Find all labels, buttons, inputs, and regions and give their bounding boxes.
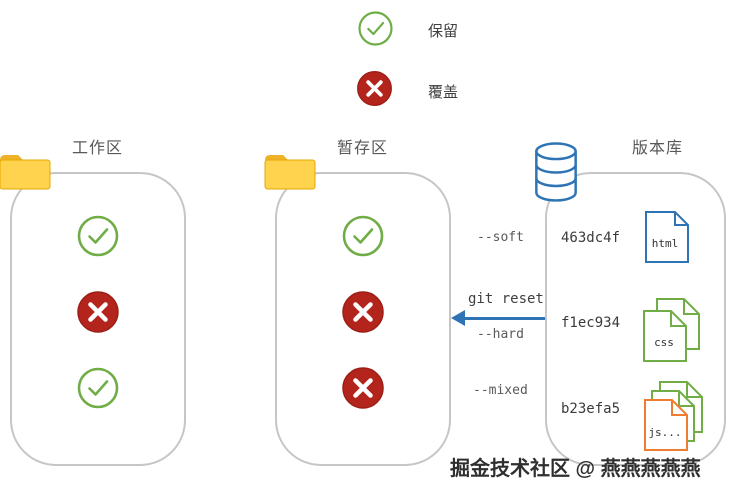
js-file-label: js... [648,426,681,439]
working-folder-icon [0,148,52,192]
repository-box: 463dc4f html f1ec934 css b [545,172,726,466]
check-icon [76,214,120,258]
cross-icon [76,290,120,334]
keep-check-icon [357,10,394,47]
check-icon [76,366,120,410]
reset-arrow-head [451,310,465,326]
repository-title: 版本库 [632,140,684,157]
staging-area-title: 暂存区 [337,140,389,157]
commit-hash: 463dc4f [561,230,621,246]
legend-overwrite-label: 覆盖 [428,84,459,101]
working-area-box [10,172,186,466]
html-file-label: html [652,237,679,250]
css-file-label: css [654,336,674,349]
git-reset-label: git reset [468,291,544,307]
reset-soft-label: --soft [477,230,524,245]
js-file-stack-icon: js... [644,381,704,453]
working-area-title: 工作区 [72,140,124,157]
reset-mixed-label: --mixed [473,383,528,398]
working-area-marks [12,174,184,410]
commit-hash: b23efa5 [561,401,621,417]
reset-hard-label: --hard [477,327,524,342]
check-icon [341,214,385,258]
overwrite-cross-icon [356,70,393,107]
staging-area-box [275,172,451,466]
reset-arrow-line [463,317,545,320]
css-file-stack-icon: css [643,298,701,364]
cross-icon [341,366,385,410]
staging-folder-icon [263,148,317,192]
legend-keep-label: 保留 [428,23,459,40]
commit-hash: f1ec934 [561,315,621,331]
staging-area-marks [277,174,449,410]
watermark: 掘金技术社区 @ 燕燕燕燕燕 [450,458,701,480]
html-file-icon: html [644,210,690,264]
repository-database-icon [532,142,580,202]
cross-icon [341,290,385,334]
